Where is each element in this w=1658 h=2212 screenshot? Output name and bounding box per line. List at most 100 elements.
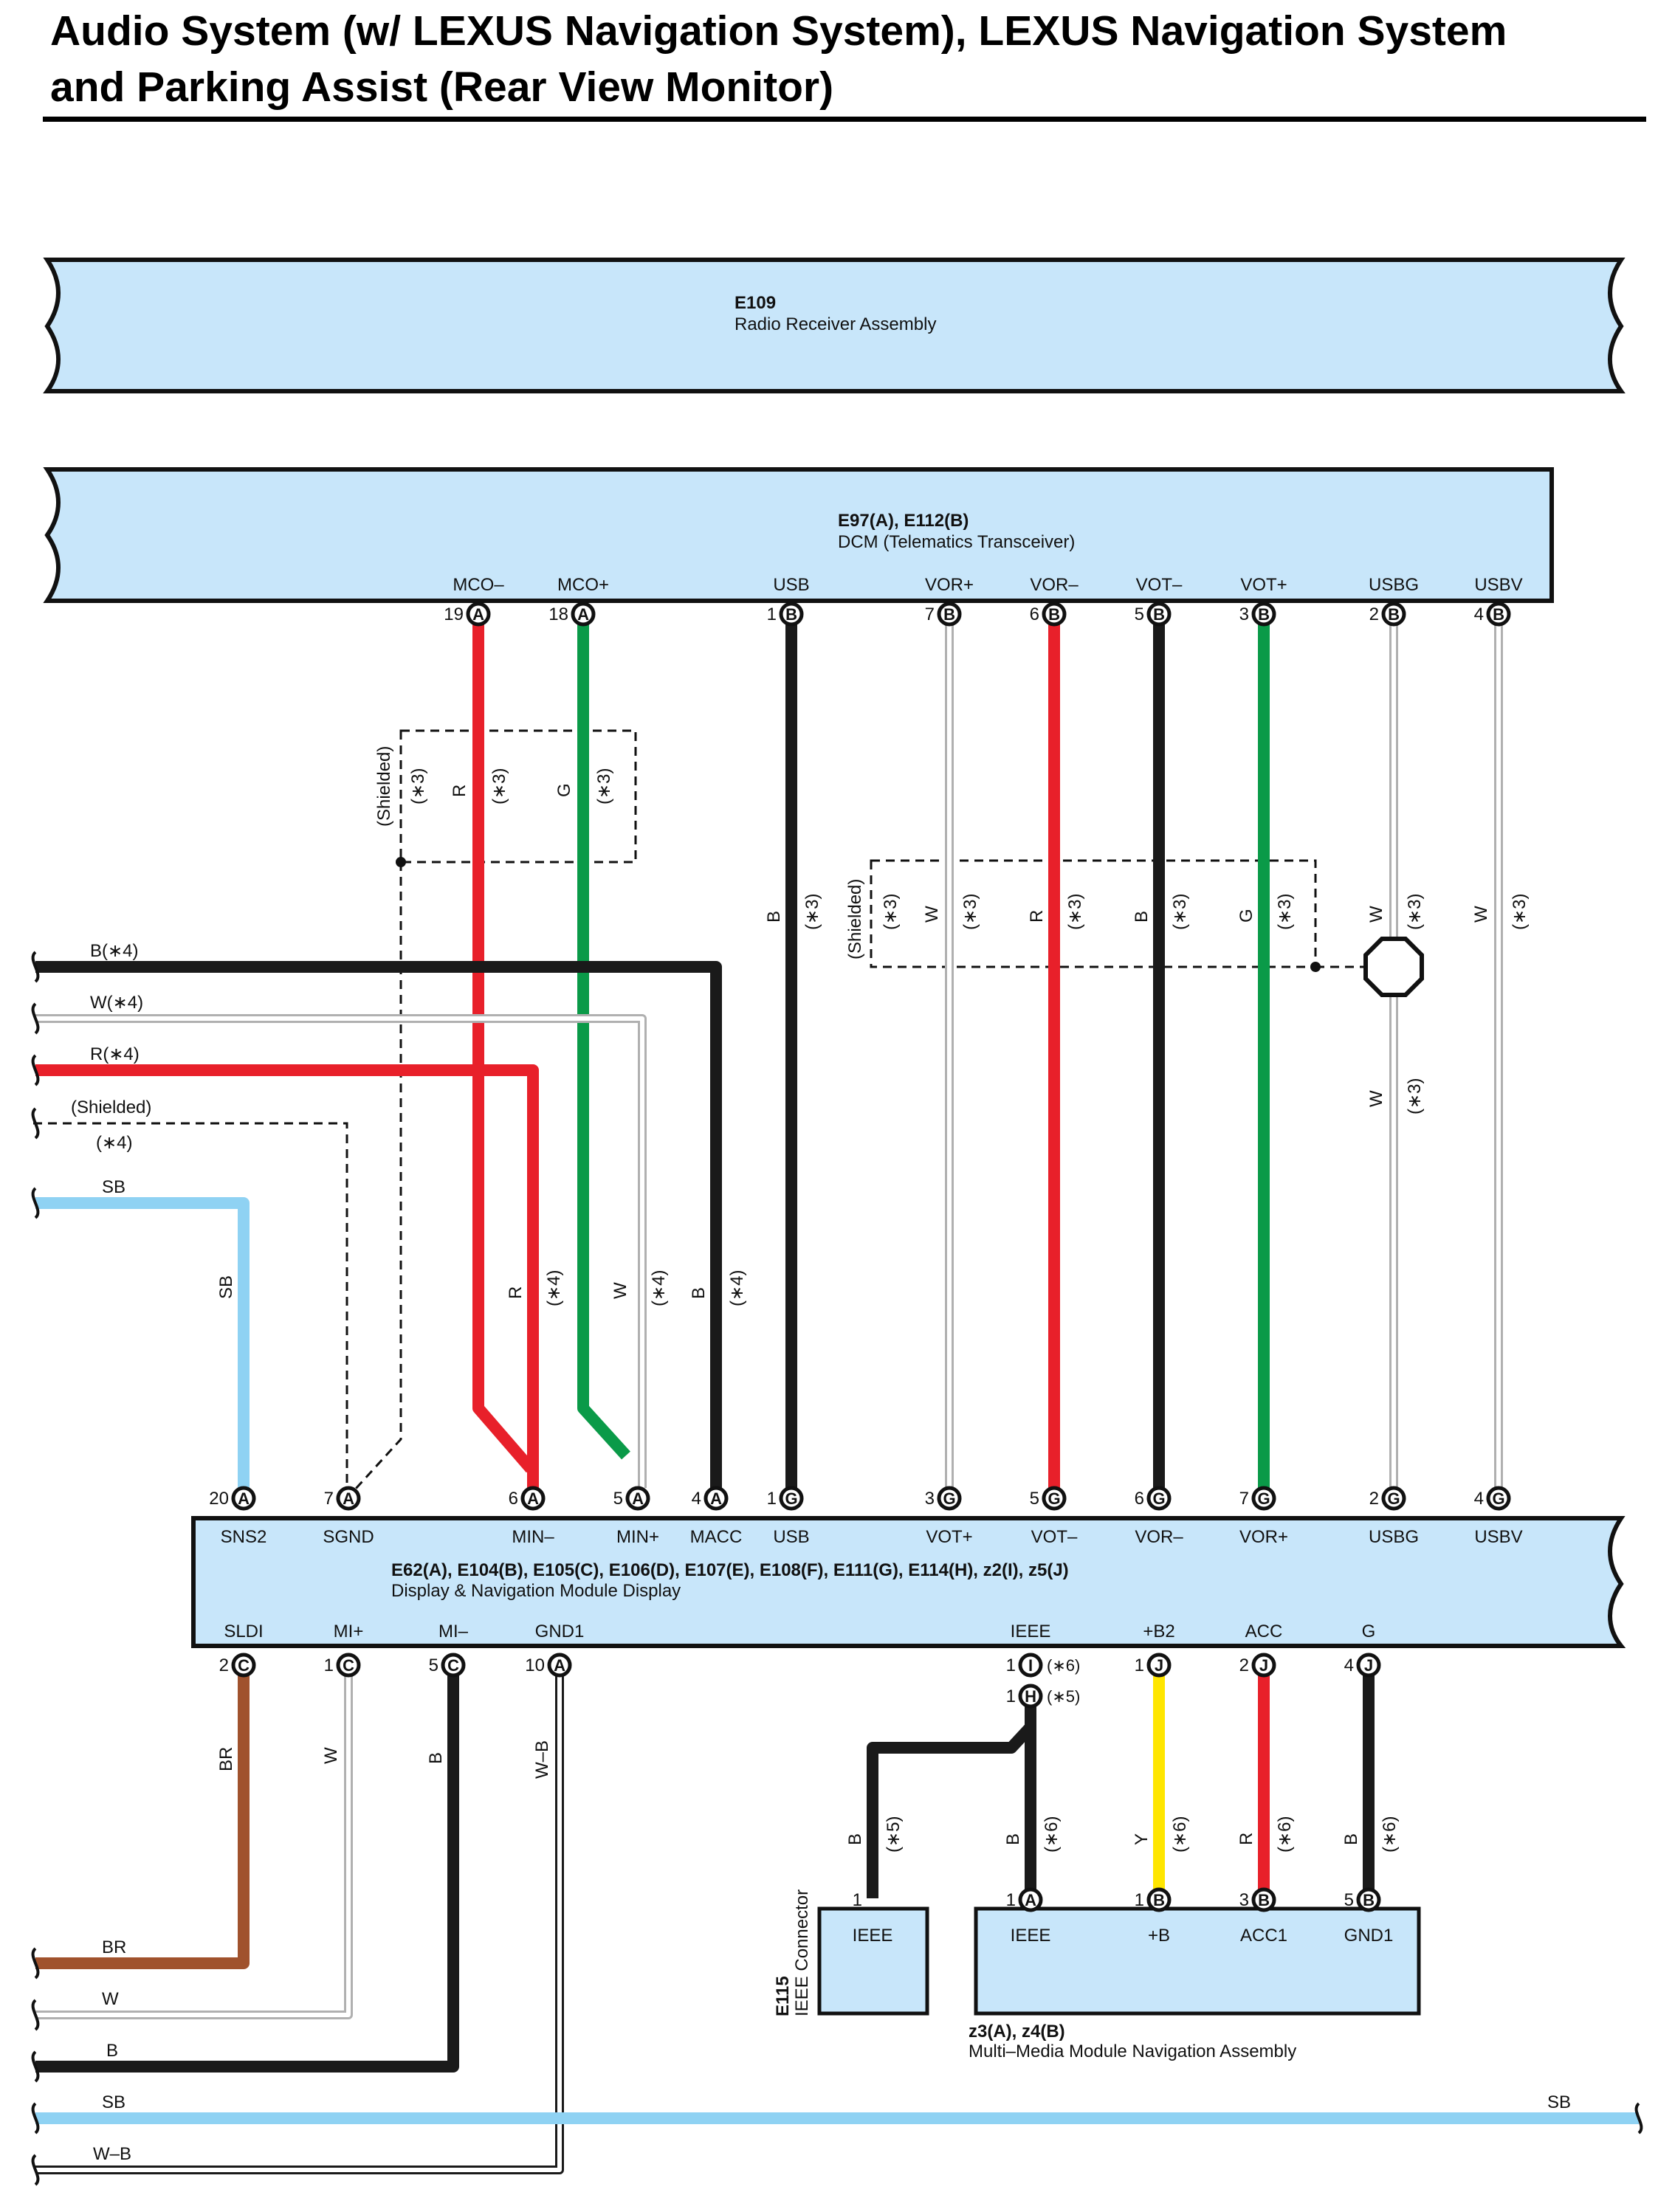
display-name: Display & Navigation Module Display <box>391 1581 681 1601</box>
multimedia-module-box: z3(A), z4(B) Multi–Media Module Navigati… <box>969 1906 1421 2061</box>
display-top-pin-label: SNS2 <box>221 1527 267 1547</box>
multimedia-module-code: z3(A), z4(B) <box>969 2022 1065 2042</box>
display-top-pin-label: SGND <box>323 1527 374 1547</box>
radio-receiver-box: E109 Radio Receiver Assembly <box>43 258 1626 393</box>
ieee-connector-box: E115 IEEE Connector <box>773 1889 929 2016</box>
dcm-pin-label: VOR+ <box>925 575 974 595</box>
wire-color-label: W <box>321 1747 341 1764</box>
mmm-pin-number: 1 <box>1135 1890 1144 1910</box>
display-top-pin-label: VOR+ <box>1239 1527 1288 1547</box>
wire-note: (∗3) <box>594 768 614 804</box>
dcm-pin-number: 7 <box>925 604 935 624</box>
display-top-pin-number: 20 <box>209 1489 229 1509</box>
display-top-pin-connector: G <box>1387 1489 1400 1508</box>
dcm-pin-marker <box>937 602 962 627</box>
wire-left-w4 <box>35 1014 647 1488</box>
wire-note: (∗3) <box>1405 1078 1425 1114</box>
mmm-pin-connector: B <box>1363 1891 1375 1909</box>
mmm-pin-marker <box>1146 1887 1172 1912</box>
mmm-pin-marker <box>1356 1887 1381 1912</box>
display-bottom-pin-marker <box>441 1653 466 1678</box>
display-top-pin-label: VOT– <box>1031 1527 1078 1547</box>
display-bottom-pin-connector: I <box>1028 1656 1033 1675</box>
wire-color-label: B <box>1341 1833 1361 1845</box>
shield-box-mco <box>399 729 637 864</box>
display-bottom-pin-label: G <box>1362 1622 1376 1641</box>
wire-note: (∗3) <box>1275 894 1295 930</box>
wire-labels-layer: (Shielded) (∗3) R (∗3) G (∗3) B (∗3) (Shielded) (… <box>71 746 1571 2164</box>
dcm-box: E97(A), E112(B) DCM (Telematics Transcei… <box>43 467 1554 603</box>
display-bottom-pin-label: GND1 <box>535 1622 585 1641</box>
mmm-pin-connector: B <box>1258 1891 1270 1909</box>
dcm-pin-marker <box>1146 602 1172 627</box>
wire-color-label: R <box>506 1286 526 1299</box>
dcm-pin-number: 19 <box>444 604 464 624</box>
wire-color-label: R(∗4) <box>90 1044 140 1064</box>
dcm-pin-marker <box>1042 602 1067 627</box>
wire-color-label: W <box>102 1989 119 2009</box>
display-top-pin-label: USBG <box>1369 1527 1419 1547</box>
display-top-pin-marker <box>1042 1486 1067 1511</box>
display-bottom-pin-connector: J <box>1259 1656 1268 1675</box>
wire-color-label: R <box>1236 1833 1256 1845</box>
display-bottom-pin-number: 1 <box>324 1655 334 1675</box>
wire-color-label: R <box>450 785 469 797</box>
display-bottom-pin-note: (∗5) <box>1047 1687 1080 1706</box>
dcm-pin-label: MCO– <box>453 575 504 595</box>
mmm-pin-marker <box>1018 1887 1043 1912</box>
shield-box-vo <box>870 859 1317 968</box>
mmm-pin-number: 3 <box>1239 1890 1249 1910</box>
display-bottom-pin-number: 10 <box>525 1655 545 1675</box>
display-top-pin-number: 1 <box>767 1489 777 1509</box>
e115-pin-number: 1 <box>853 1890 862 1910</box>
wire-color-label: SB <box>102 2092 125 2112</box>
display-bottom-pin-number: 4 <box>1344 1655 1354 1675</box>
title-line-2: and Parking Assist (Rear View Monitor) <box>50 63 834 111</box>
shield-label: (Shielded) <box>374 746 394 827</box>
display-top-pin-number: 7 <box>324 1489 334 1509</box>
wire-color-label: BR <box>102 1937 126 1957</box>
shield-junction-1 <box>396 857 406 867</box>
display-top-pin-number: 7 <box>1239 1489 1249 1509</box>
dcm-pin-number: 6 <box>1030 604 1039 624</box>
display-top-pin-marker <box>336 1486 361 1511</box>
dcm-pin-connector: A <box>577 605 589 624</box>
dcm-pin-label: USBV <box>1474 575 1522 595</box>
wire-color-label: R <box>1027 910 1047 923</box>
wire-color-label: W <box>610 1282 630 1299</box>
wire-note: (∗4) <box>544 1270 564 1306</box>
shield-drain-sgnd <box>345 862 402 1500</box>
wire-color-label: B <box>1132 911 1152 923</box>
dcm-pin-connector: B <box>1258 605 1270 624</box>
dcm-name: DCM (Telematics Transceiver) <box>838 532 1075 552</box>
wire-color-label: B <box>1003 1833 1023 1845</box>
dcm-pin-number: 1 <box>767 604 777 624</box>
usbg-choke-icon <box>1363 937 1424 997</box>
wire-color-label: Y <box>1132 1833 1152 1845</box>
wire-note: (∗4) <box>727 1270 747 1306</box>
wire-note: (∗3) <box>960 894 980 930</box>
dcm-pin-connector: B <box>785 605 797 624</box>
dcm-pin-marker <box>1251 602 1276 627</box>
dcm-pin-connector: A <box>472 605 484 624</box>
mmm-pin-label: IEEE <box>1011 1926 1051 1946</box>
display-top-pin-label: VOR– <box>1135 1527 1183 1547</box>
dcm-pin-number: 3 <box>1239 604 1249 624</box>
title-line-1: Audio System (w/ LEXUS Navigation System… <box>50 7 1507 55</box>
wire-note: (∗6) <box>1170 1816 1190 1853</box>
mmm-pin-connector: B <box>1153 1891 1165 1909</box>
wire-note: (∗3) <box>408 768 428 804</box>
shield-label: (Shielded) <box>845 879 865 959</box>
mmm-pin-label: ACC1 <box>1240 1926 1287 1946</box>
display-bottom-pin-marker <box>1018 1653 1043 1678</box>
display-bottom-pin-label: IEEE <box>1011 1622 1051 1641</box>
dcm-pin-label: USB <box>773 575 809 595</box>
e115-pin-label: IEEE <box>853 1926 893 1946</box>
wire-color-label: W–B <box>93 2144 131 2164</box>
wire-color-label: B(∗4) <box>90 941 138 961</box>
display-bottom-pin-alt-marker <box>1018 1684 1043 1709</box>
wire-note: (∗6) <box>1275 1816 1295 1853</box>
dcm-pin-marker <box>571 602 596 627</box>
display-top-pin-connector: G <box>943 1489 955 1508</box>
